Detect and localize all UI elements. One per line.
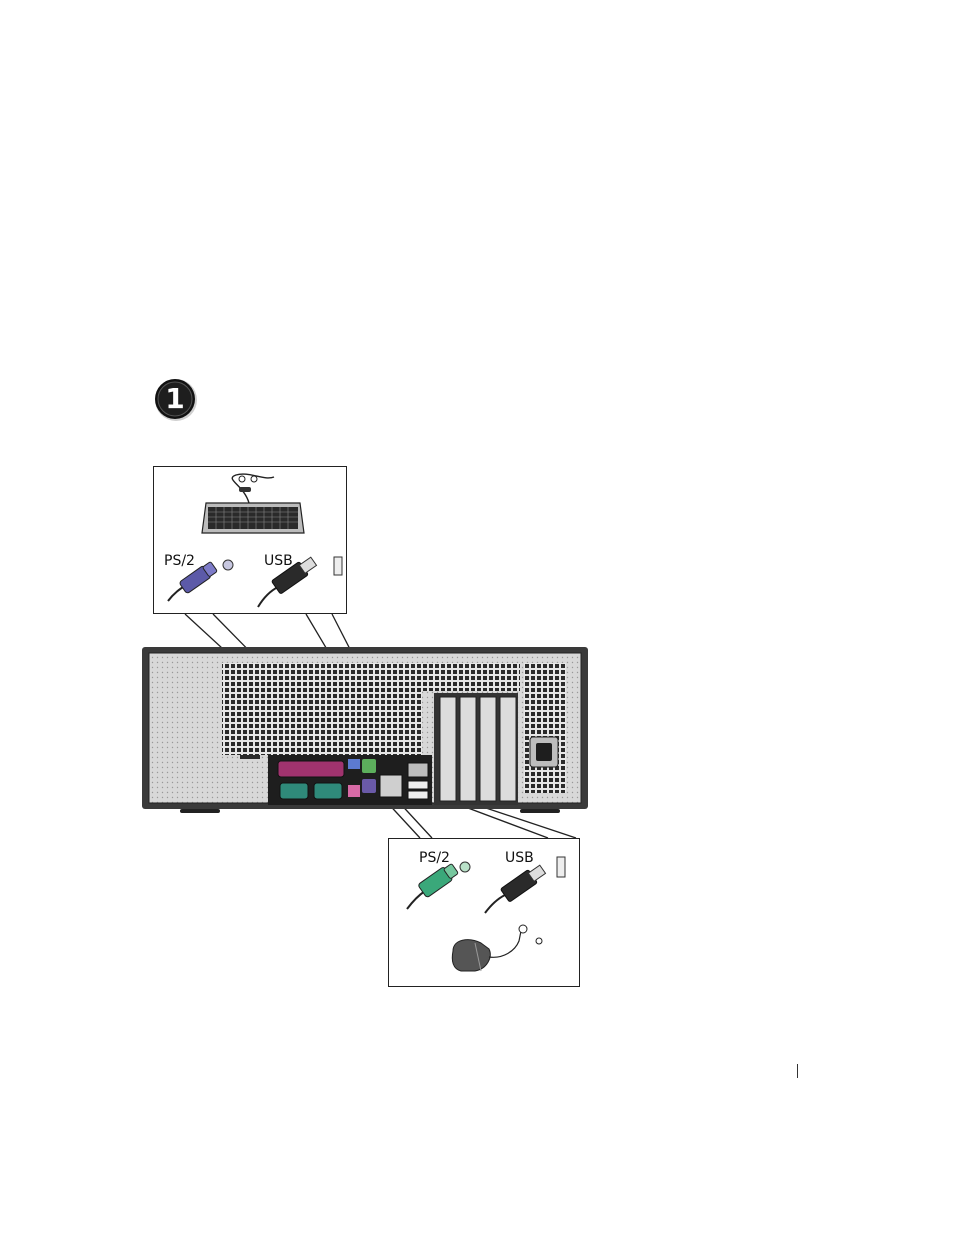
keyboard-ps2-label: PS/2 [164,553,195,569]
mouse-connector-callout: PS/2 USB [388,838,580,987]
keyboard-icon [154,467,348,615]
keyboard-connector-callout: PS/2 USB [153,466,347,614]
keyboard-usb-label: USB [264,553,293,569]
computer-chassis [140,645,592,815]
computer-rear-view [140,645,592,815]
mouse-usb-label: USB [505,850,534,866]
step-number: 1 [153,377,197,421]
mouse-ps2-label: PS/2 [419,850,450,866]
mouse-connector-art [389,839,581,988]
mouse-icon [452,925,542,971]
step-number-badge: 1 [153,377,201,425]
page-margin-rule [797,1064,798,1078]
